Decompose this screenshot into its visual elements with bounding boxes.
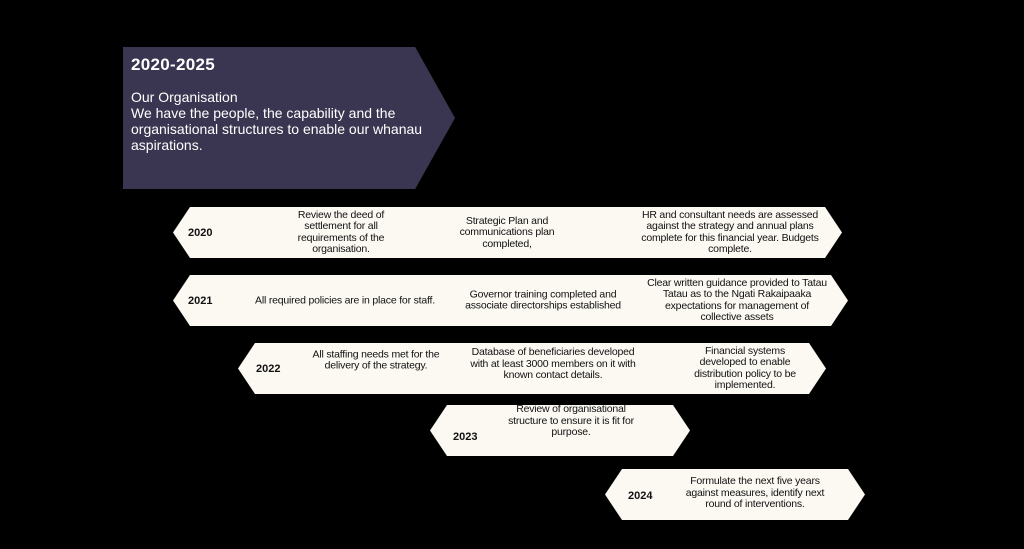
header-description: Our Organisation We have the people, the… (131, 89, 431, 153)
header-subtitle: Our Organisation (131, 89, 238, 105)
timeline-row-2024: 2024 Formulate the next five years again… (605, 469, 865, 520)
row-item: All required policies are in place for s… (255, 293, 435, 306)
row-item: Database of beneficiaries developed with… (470, 346, 636, 382)
header-banner: 2020-2025 Our Organisation We have the p… (123, 47, 455, 189)
row-item: Clear written guidance provided to Tatau… (647, 276, 827, 323)
row-item: All staffing needs met for the delivery … (312, 348, 440, 372)
row-year: 2023 (453, 430, 478, 443)
row-year: 2024 (628, 489, 653, 502)
timeline-row-2021: 2021 All required policies are in place … (173, 275, 848, 326)
row-item: Formulate the next five years against me… (685, 475, 825, 511)
timeline-row-2023: 2023 Review of organisational structure … (430, 405, 690, 456)
row-item: Financial systems developed to enable di… (694, 344, 796, 391)
row-item: Strategic Plan and communications plan c… (459, 214, 555, 250)
row-item: Governor training completed and associat… (465, 288, 621, 312)
header-text: We have the people, the capability and t… (131, 105, 423, 153)
row-item: Review the deed of settlement for all re… (297, 208, 385, 255)
timeline-row-2022: 2022 All staffing needs met for the deli… (238, 343, 826, 394)
row-year: 2020 (188, 226, 213, 239)
header-title: 2020-2025 (131, 55, 215, 74)
row-item: Review of organisational structure to en… (508, 403, 634, 439)
row-item: HR and consultant needs are assessed aga… (641, 208, 819, 255)
timeline-row-2020: 2020 Review the deed of settlement for a… (173, 207, 842, 258)
row-year: 2021 (188, 294, 213, 307)
row-year: 2022 (256, 362, 281, 375)
